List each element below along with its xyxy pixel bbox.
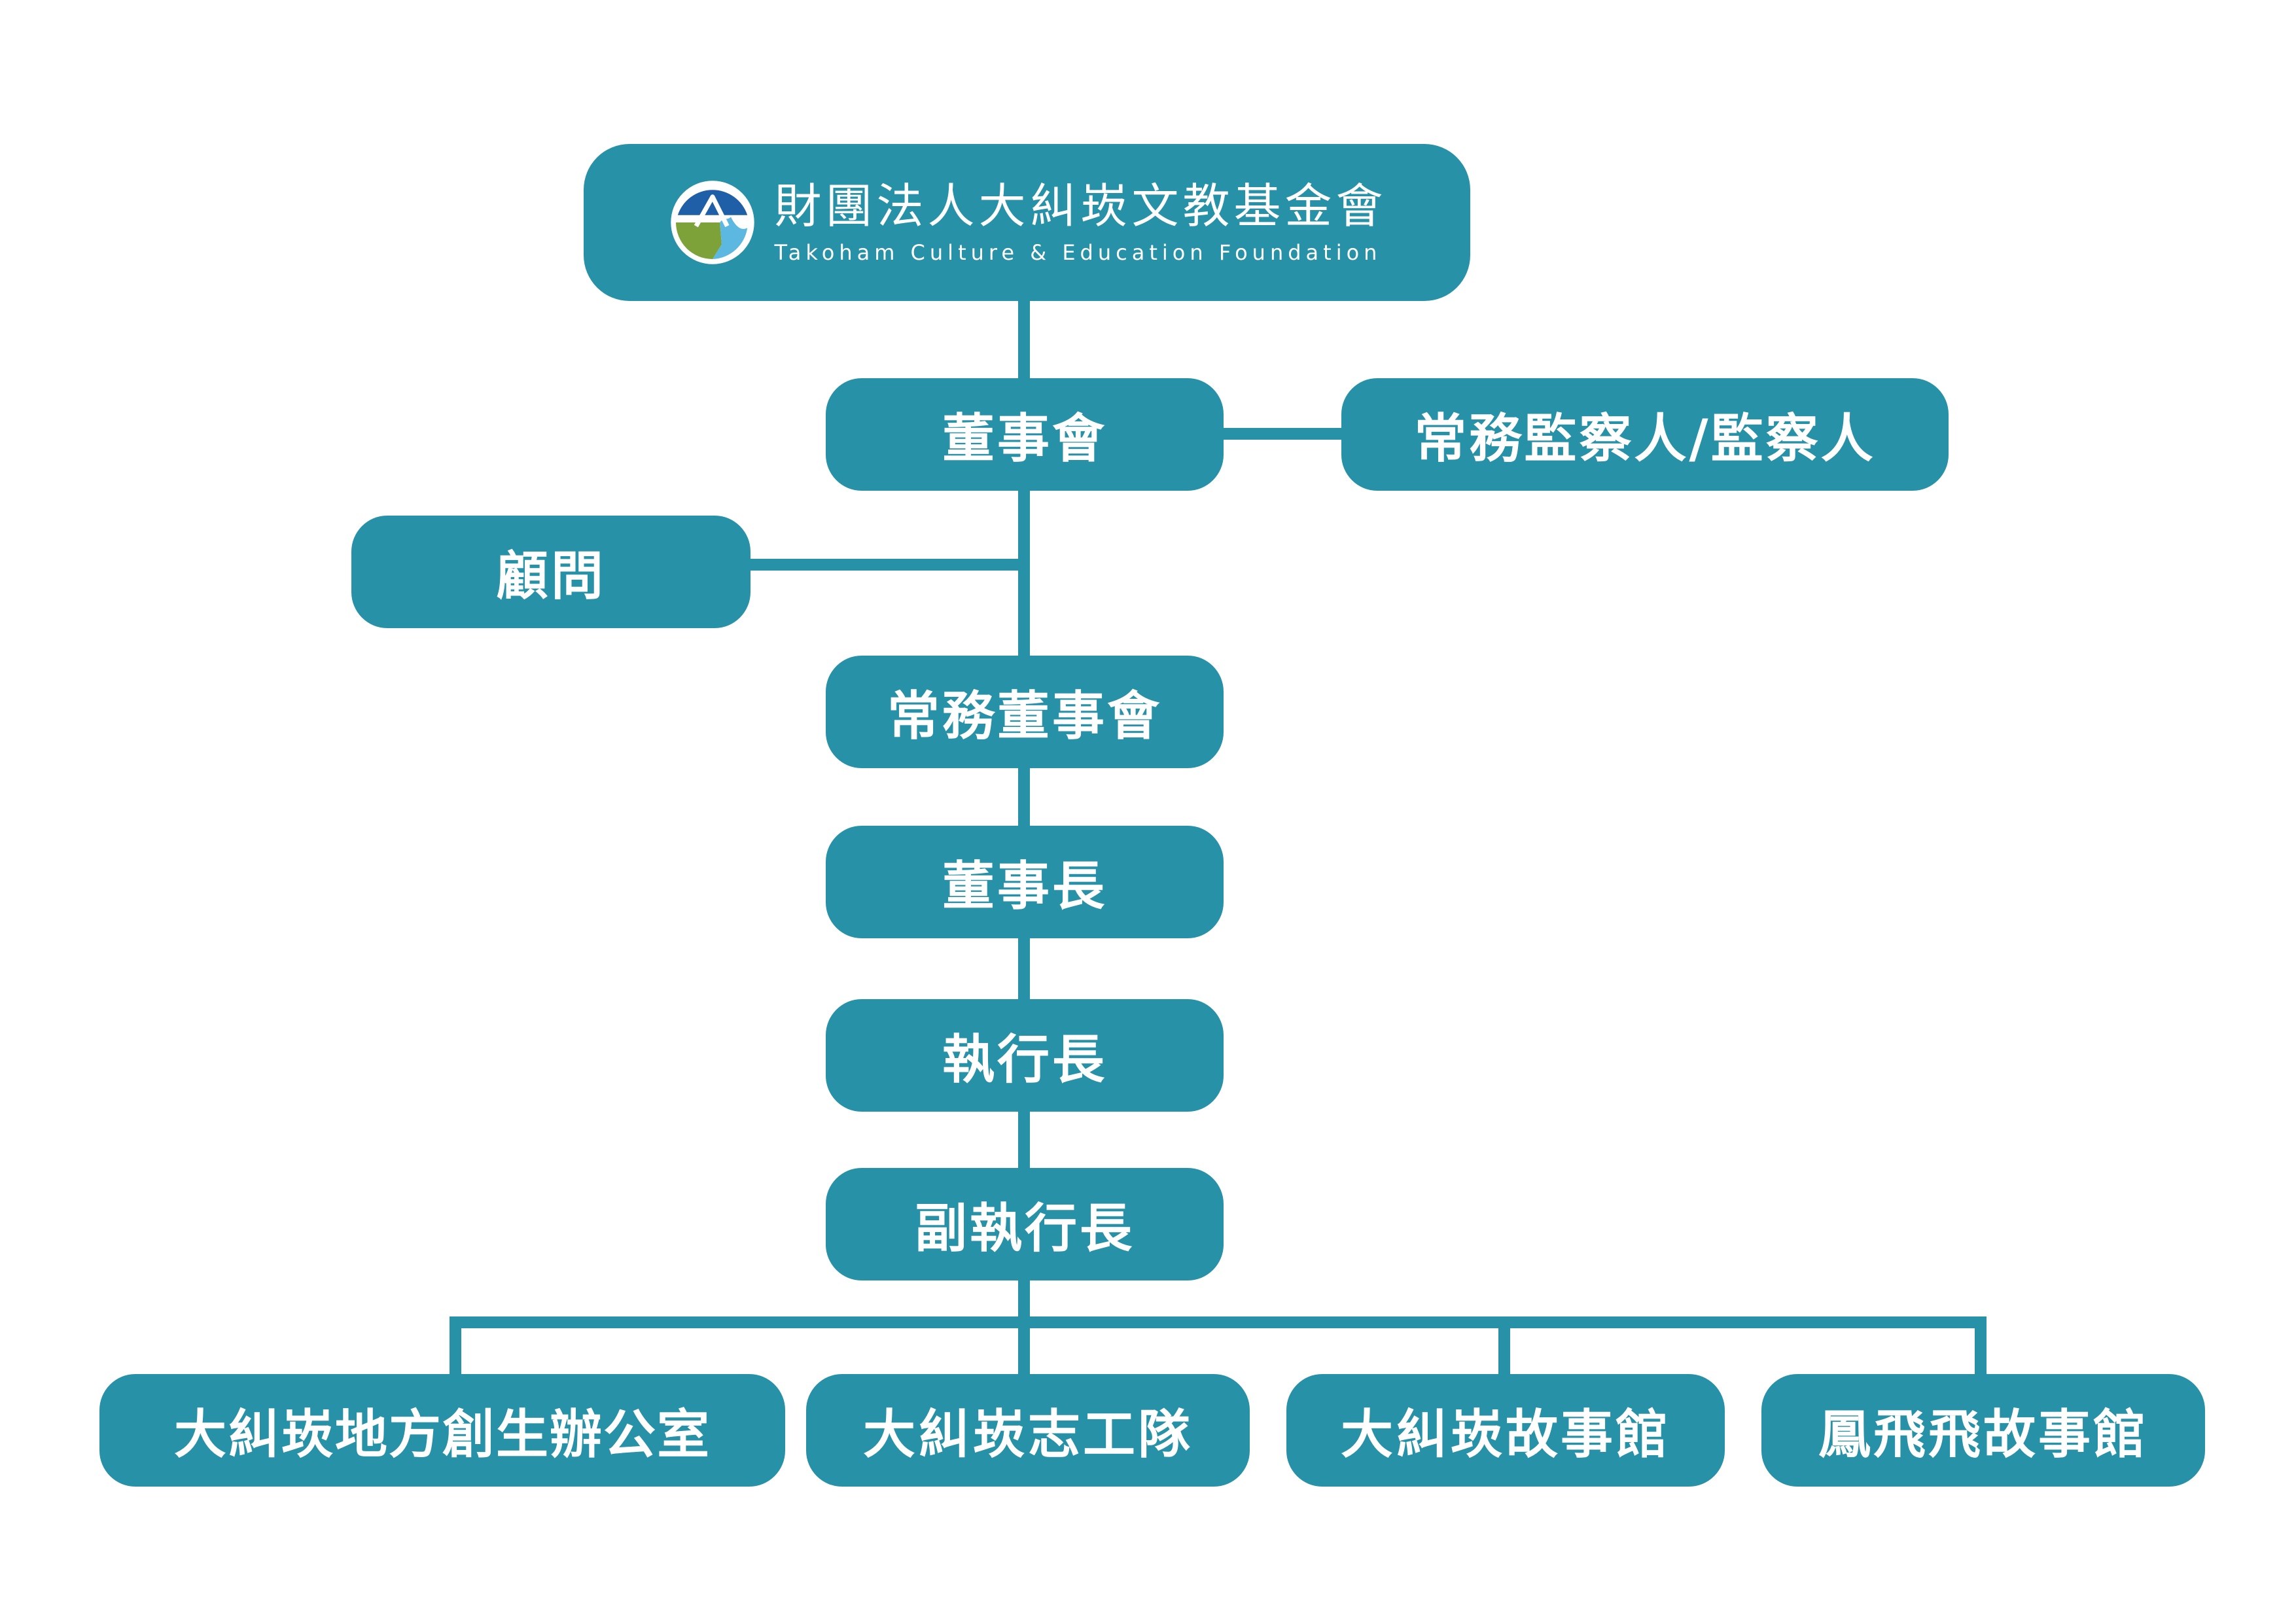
ceo-node: 執行長 bbox=[826, 999, 1224, 1112]
unit-node: 大糾崁故事館 bbox=[1286, 1374, 1725, 1487]
connector-unit-4 bbox=[1975, 1316, 1987, 1387]
connector-advisors bbox=[746, 559, 1027, 571]
executive-board-node: 常務董事會 bbox=[826, 656, 1224, 768]
unit-node: 鳳飛飛故事館 bbox=[1761, 1374, 2205, 1487]
connector-unit-3 bbox=[1498, 1316, 1510, 1387]
supervisors-node: 常務監察人/監察人 bbox=[1341, 378, 1949, 491]
unit-node: 大糾崁地方創生辦公室 bbox=[99, 1374, 785, 1487]
connector-supervisors bbox=[1217, 428, 1348, 440]
foundation-root-node: 財團法人大糾崁文教基金會 Takoham Culture & Education… bbox=[584, 144, 1470, 301]
foundation-name-zh: 財團法人大糾崁文教基金會 bbox=[774, 179, 1387, 234]
connector-units-horizontal bbox=[450, 1316, 1987, 1328]
unit-node: 大糾崁志工隊 bbox=[806, 1374, 1250, 1487]
advisors-node: 顧問 bbox=[351, 516, 751, 628]
connector-unit-1 bbox=[450, 1316, 461, 1387]
foundation-name-en: Takoham Culture & Education Foundation bbox=[774, 240, 1382, 265]
chairman-node: 董事長 bbox=[826, 826, 1224, 938]
mountain-sea-logo-icon bbox=[671, 181, 755, 264]
deputy-ceo-node: 副執行長 bbox=[826, 1168, 1224, 1280]
board-node: 董事會 bbox=[826, 378, 1224, 491]
